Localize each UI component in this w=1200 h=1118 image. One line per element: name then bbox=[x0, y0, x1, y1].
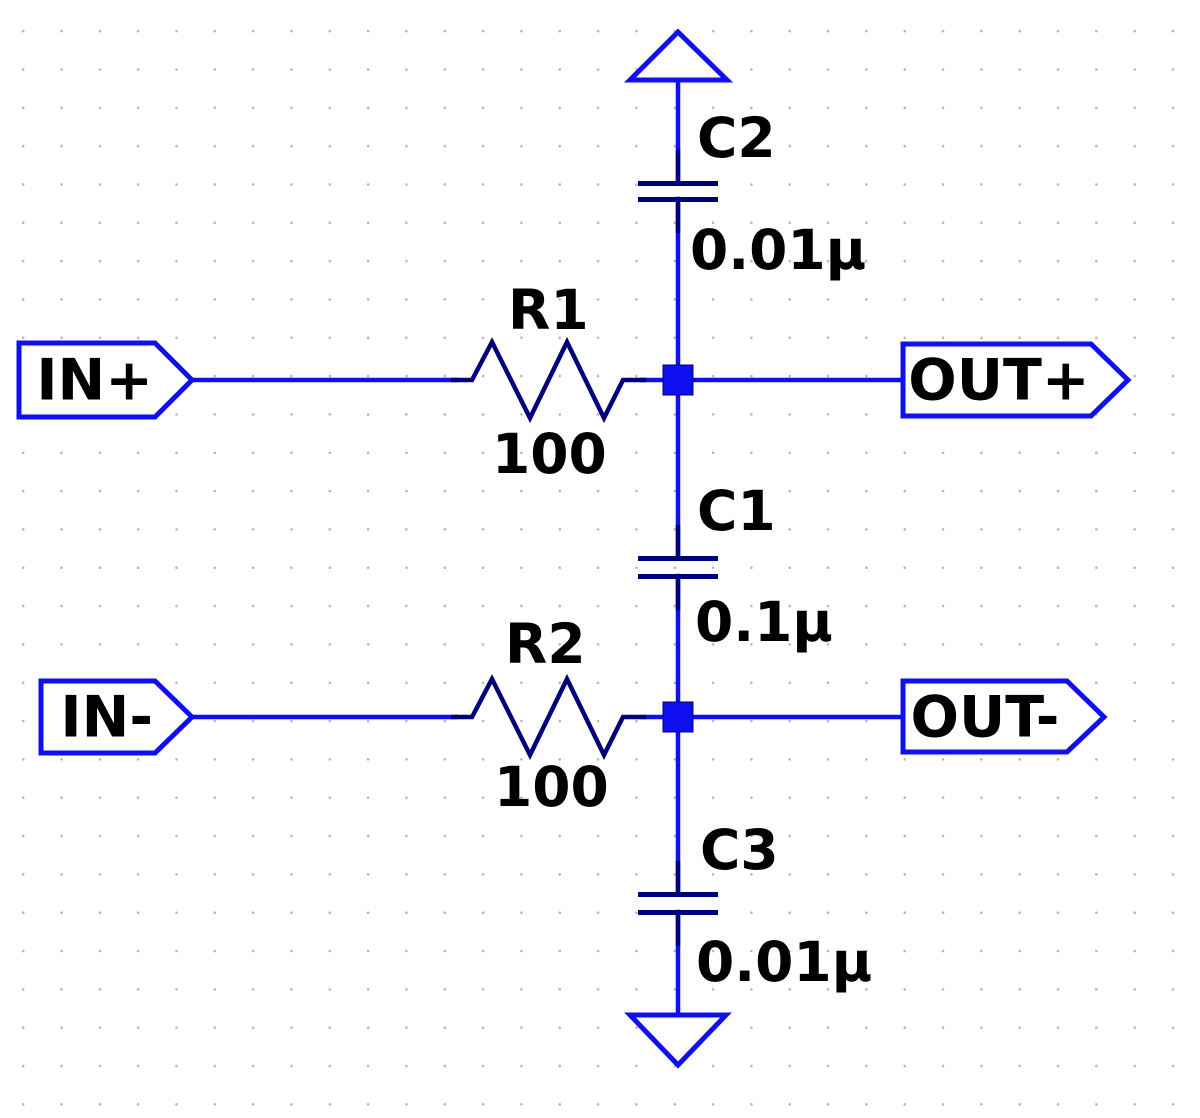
junction-node-out-minus[interactable] bbox=[662, 701, 694, 733]
port-out-minus-label[interactable]: OUT- bbox=[910, 684, 1060, 751]
port-in-minus-label[interactable]: IN- bbox=[60, 684, 153, 751]
ground-flag-icon[interactable] bbox=[624, 1012, 732, 1069]
label-R2-ref[interactable]: R2 bbox=[505, 612, 586, 676]
capacitor-C1-symbol[interactable] bbox=[638, 524, 718, 611]
port-in-plus-shape[interactable] bbox=[16, 340, 196, 420]
port-in-minus-shape[interactable] bbox=[38, 678, 196, 756]
capacitor-C3-symbol[interactable] bbox=[638, 860, 718, 947]
port-out-minus-shape[interactable] bbox=[900, 678, 1108, 755]
capacitor-C2-symbol[interactable] bbox=[638, 149, 718, 234]
label-C1-ref[interactable]: C1 bbox=[697, 479, 776, 543]
label-C2-ref[interactable]: C2 bbox=[697, 106, 776, 170]
resistor-R1-symbol[interactable] bbox=[450, 336, 647, 424]
label-R2-value[interactable]: 100 bbox=[494, 755, 609, 819]
label-C2-value[interactable]: 0.01µ bbox=[690, 218, 867, 282]
label-C3-value[interactable]: 0.01µ bbox=[696, 930, 873, 994]
label-R1-ref[interactable]: R1 bbox=[508, 278, 589, 342]
junction-node-out-plus[interactable] bbox=[662, 364, 694, 396]
power-flag-icon[interactable] bbox=[623, 28, 734, 83]
label-C1-value[interactable]: 0.1µ bbox=[695, 590, 833, 654]
port-out-plus-shape[interactable] bbox=[900, 341, 1132, 419]
port-out-plus-label[interactable]: OUT+ bbox=[908, 347, 1090, 414]
resistor-R2-symbol[interactable] bbox=[450, 673, 647, 761]
label-C3-ref[interactable]: C3 bbox=[700, 818, 779, 882]
port-in-plus-label[interactable]: IN+ bbox=[36, 347, 153, 414]
label-R1-value[interactable]: 100 bbox=[492, 422, 607, 486]
